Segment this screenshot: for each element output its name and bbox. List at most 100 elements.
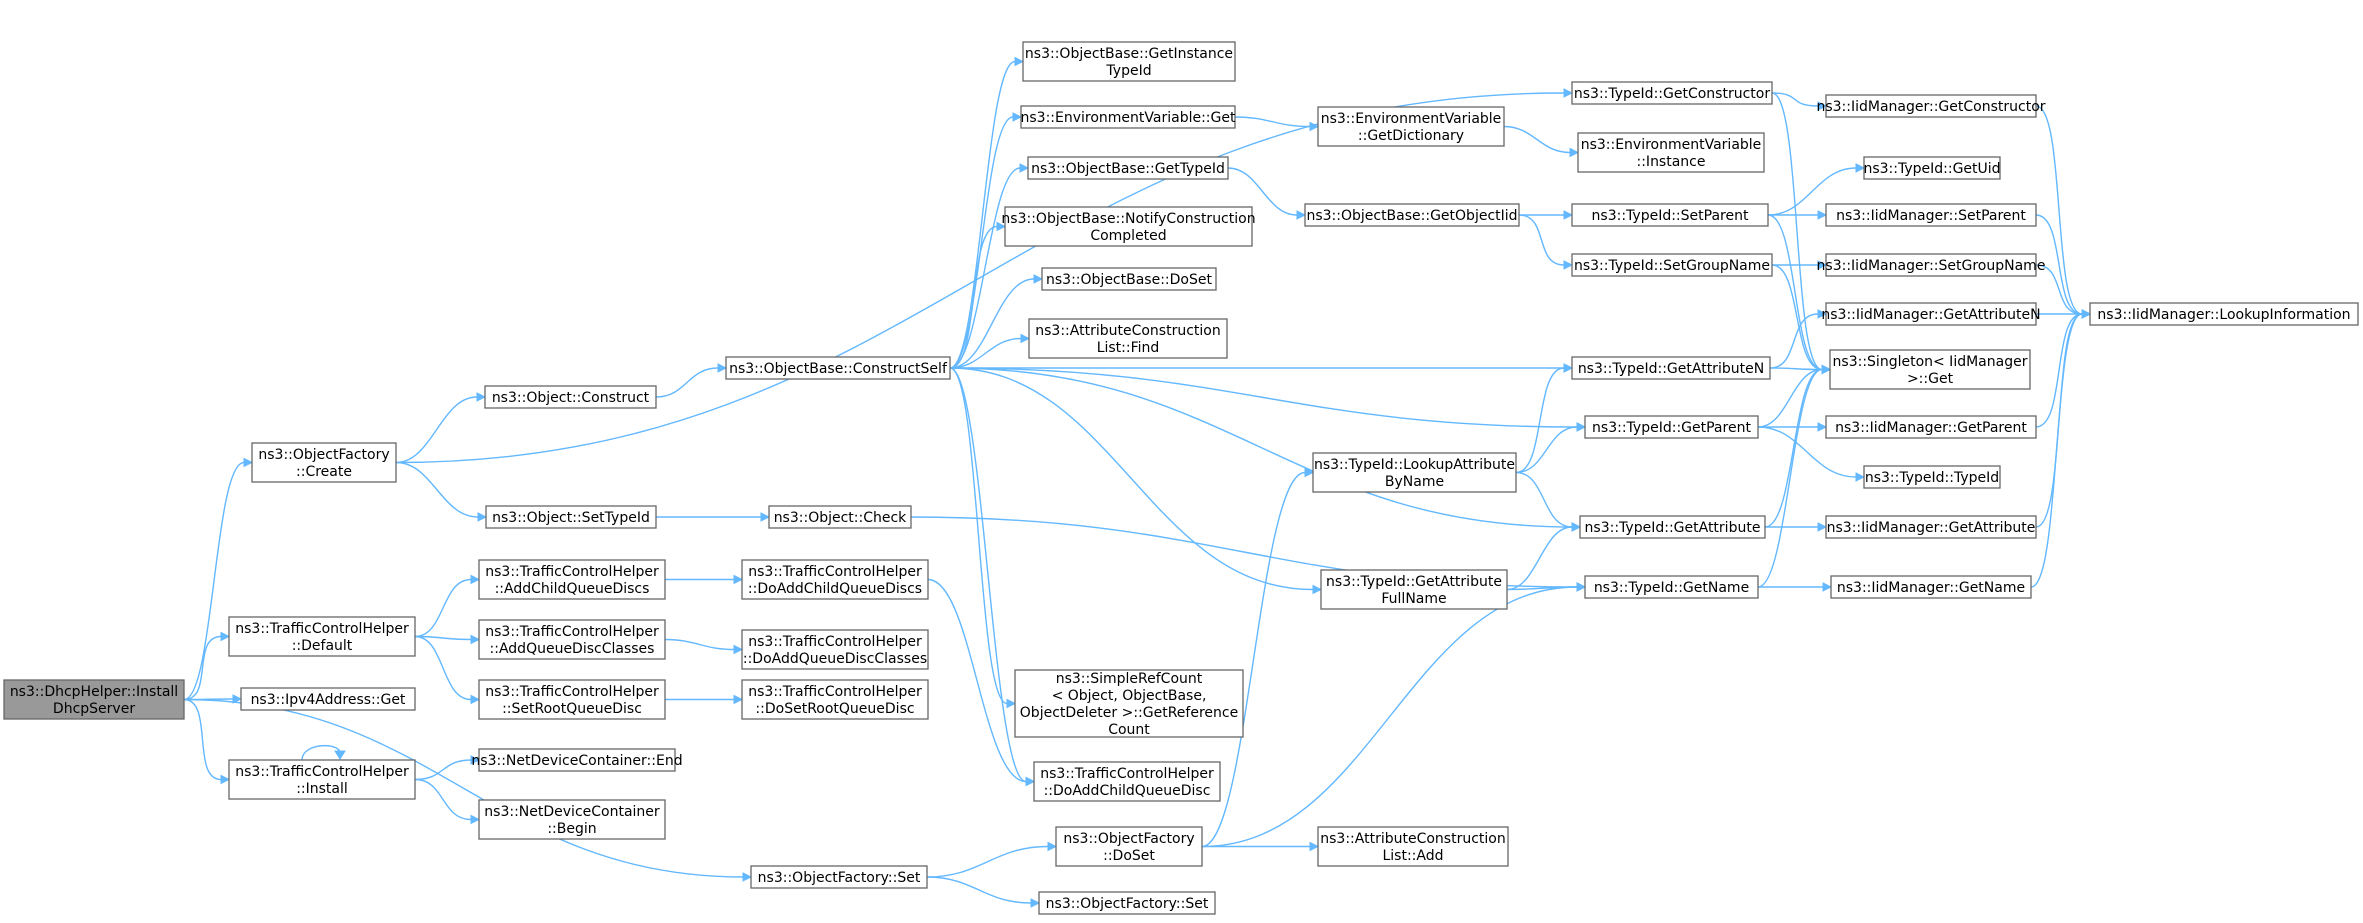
call-edge xyxy=(1767,214,1832,375)
call-graph-node[interactable]: ns3::ObjectBase::GetObjectIid xyxy=(1304,203,1520,227)
call-graph-node[interactable]: ns3::IidManager::LookupInformation xyxy=(2089,302,2359,326)
node-label: ns3::IidManager::GetName xyxy=(1837,580,2025,596)
node-label: ::Instance xyxy=(1637,154,1706,170)
call-graph-node[interactable]: ns3::Object::SetTypeId xyxy=(485,505,657,529)
call-graph-node[interactable]: ns3::TrafficControlHelper::DoAddChildQue… xyxy=(741,559,929,600)
call-graph-node[interactable]: ns3::ObjectBase::ConstructSelf xyxy=(725,356,951,380)
call-edge xyxy=(414,778,481,825)
node-label: Completed xyxy=(1090,228,1166,244)
call-edge xyxy=(949,367,1323,595)
call-graph-node[interactable]: ns3::TrafficControlHelper::DoAddChildQue… xyxy=(1033,761,1221,802)
call-graph-node[interactable]: ns3::IidManager::GetAttributeN xyxy=(1821,302,2041,326)
call-edge xyxy=(949,221,1007,369)
call-edge xyxy=(949,367,1582,532)
call-graph-node[interactable]: ns3::TrafficControlHelper::DoSetRootQueu… xyxy=(741,679,929,720)
call-graph-node[interactable]: ns3::Object::Check xyxy=(768,505,912,529)
call-edge xyxy=(655,363,728,398)
node-label: ns3::TypeId::GetName xyxy=(1594,580,1749,596)
call-graph-node[interactable]: ns3::IidManager::GetName xyxy=(1830,575,2032,599)
node-label: ns3::ObjectBase::GetInstance xyxy=(1025,46,1233,62)
node-label: ns3::AttributeConstruction xyxy=(1035,323,1220,339)
call-graph-node[interactable]: ns3::TypeId::GetAttributeN xyxy=(1571,356,1771,380)
call-graph-node[interactable]: ns3::ObjectFactory::Create xyxy=(251,442,397,483)
node-label: ns3::EnvironmentVariable::Get xyxy=(1021,110,1236,126)
call-graph-node[interactable]: ns3::TrafficControlHelper::Install xyxy=(228,759,416,800)
call-graph-node[interactable]: ns3::TypeId::GetUid xyxy=(1863,156,2001,180)
call-graph-node[interactable]: ns3::ObjectFactory::Set xyxy=(1038,891,1216,915)
call-graph-node[interactable]: ns3::TrafficControlHelper::SetRootQueueD… xyxy=(478,679,666,720)
call-graph-node[interactable]: ns3::Object::Construct xyxy=(484,385,657,409)
node-label: ns3::TrafficControlHelper xyxy=(485,684,659,700)
call-edge xyxy=(665,574,744,585)
node-label: ns3::TypeId::TypeId xyxy=(1865,470,1999,486)
node-label: ns3::ObjectBase::ConstructSelf xyxy=(729,361,948,377)
call-graph-node[interactable]: ns3::EnvironmentVariable::GetDictionary xyxy=(1317,106,1505,147)
call-edge xyxy=(949,274,1044,369)
call-edge xyxy=(949,112,1023,369)
node-label: ns3::TrafficControlHelper xyxy=(235,621,409,637)
call-edge xyxy=(1767,163,1866,216)
node-label: FullName xyxy=(1381,591,1446,607)
call-graph-node[interactable]: ns3::IidManager::SetGroupName xyxy=(1817,253,2046,277)
node-label: ::DoSetRootQueueDisc xyxy=(755,701,914,717)
call-graph-node[interactable]: ns3::IidManager::GetParent xyxy=(1825,415,2037,439)
call-graph-node[interactable]: ns3::TrafficControlHelper::Default xyxy=(228,616,416,657)
call-edge xyxy=(1758,582,1833,592)
call-graph-node[interactable]: ns3::IidManager::GetConstructor xyxy=(1816,94,2046,118)
call-edge xyxy=(414,574,481,638)
call-graph-node[interactable]: ns3::ObjectBase::DoSet xyxy=(1041,267,1217,291)
call-graph-node[interactable]: ns3::TypeId::GetConstructor xyxy=(1571,81,1773,105)
call-graph-node[interactable]: ns3::TrafficControlHelper::AddQueueDiscC… xyxy=(478,619,666,660)
call-graph-node[interactable]: ns3::TypeId::GetAttribute xyxy=(1579,515,1766,539)
call-edge xyxy=(1201,841,1320,852)
node-label: ::GetDictionary xyxy=(1358,128,1464,144)
node-label: ns3::TypeId::LookupAttribute xyxy=(1314,457,1515,473)
node-label: ns3::TypeId::GetAttribute xyxy=(1585,520,1761,536)
call-graph-node[interactable]: ns3::TypeId::SetGroupName xyxy=(1571,253,1773,277)
node-label: ::DoAddChildQueueDiscs xyxy=(748,581,922,597)
node-label: ByName xyxy=(1385,474,1444,490)
node-label: Count xyxy=(1108,722,1150,738)
call-edge xyxy=(949,367,1587,432)
call-graph-node[interactable]: ns3::TypeId::TypeId xyxy=(1863,465,2001,489)
call-graph-node[interactable]: ns3::SimpleRefCount< Object, ObjectBase,… xyxy=(1014,669,1244,738)
call-graph-node[interactable]: ns3::NetDeviceContainer::End xyxy=(471,748,683,772)
call-graph-node[interactable]: ns3::NetDeviceContainer::Begin xyxy=(478,799,666,840)
call-graph-node[interactable]: ns3::TypeId::GetName xyxy=(1584,575,1759,599)
node-label: ObjectDeleter >::GetReference xyxy=(1020,705,1238,721)
node-label: ns3::TrafficControlHelper xyxy=(748,564,922,580)
call-graph-node[interactable]: ns3::ObjectFactory::DoSet xyxy=(1055,826,1203,867)
call-graph-node[interactable]: ns3::ObjectBase::NotifyConstructionCompl… xyxy=(1001,206,1256,247)
call-edge xyxy=(1757,364,1832,588)
node-label: ::DoSet xyxy=(1103,848,1155,864)
call-graph-node[interactable]: ns3::TypeId::SetParent xyxy=(1571,203,1769,227)
call-graph-node[interactable]: ns3::IidManager::SetParent xyxy=(1825,203,2037,227)
node-label: ::DoAddChildQueueDisc xyxy=(1044,783,1211,799)
node-label: < Object, ObjectBase, xyxy=(1052,688,1207,704)
call-graph-node[interactable]: ns3::ObjectBase::GetTypeId xyxy=(1027,156,1229,180)
call-graph-node[interactable]: ns3::TypeId::GetParent xyxy=(1584,415,1759,439)
node-label: ns3::IidManager::GetAttribute xyxy=(1827,520,2036,536)
call-graph-node[interactable]: ns3::Singleton< IidManager>::Get xyxy=(1829,349,2031,390)
call-graph-node[interactable]: ns3::IidManager::GetAttribute xyxy=(1825,515,2037,539)
call-graph-node[interactable]: ns3::TrafficControlHelper::AddChildQueue… xyxy=(478,559,666,600)
call-graph-node[interactable]: ns3::Ipv4Address::Get xyxy=(240,687,416,711)
node-label: ns3::EnvironmentVariable xyxy=(1321,111,1502,127)
node-label: ns3::IidManager::SetGroupName xyxy=(1817,258,2046,274)
call-graph-node[interactable]: ns3::ObjectFactory::Set xyxy=(750,865,928,889)
node-label: TypeId xyxy=(1105,63,1151,79)
call-edge xyxy=(1506,522,1582,591)
call-graph-node[interactable]: ns3::EnvironmentVariable::Instance xyxy=(1577,132,1765,173)
call-graph-node[interactable]: ns3::TrafficControlHelper::DoAddQueueDis… xyxy=(741,629,929,670)
call-edge xyxy=(656,512,771,522)
call-edge xyxy=(1518,214,1574,270)
call-graph-node[interactable]: ns3::EnvironmentVariable::Get xyxy=(1020,105,1236,129)
call-edge xyxy=(1765,522,1828,532)
